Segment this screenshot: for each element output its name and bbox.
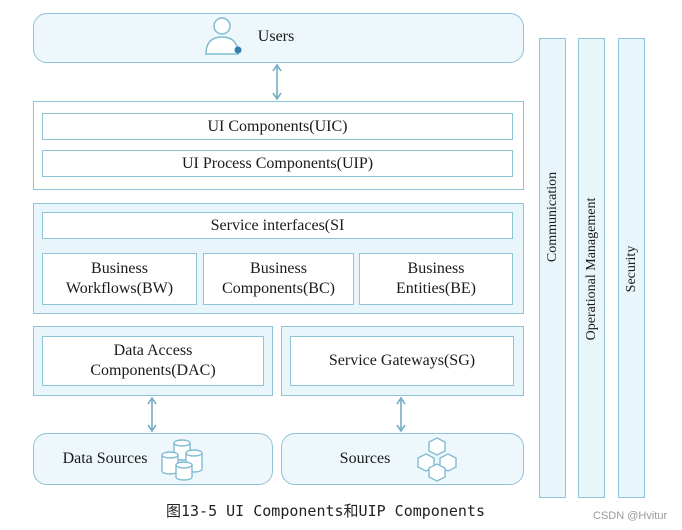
users-box	[33, 13, 524, 63]
service-interfaces-label: Service interfaces(SI	[210, 216, 345, 234]
service-gateways-box: Service Gateways(SG)	[290, 336, 514, 386]
data-access-line2: Components(DAC)	[90, 362, 216, 379]
communication-bar: Communication	[539, 38, 566, 498]
ui-process-components-box: UI Process Components(UIP)	[42, 150, 513, 177]
ui-components-label: UI Components(UIC)	[207, 117, 348, 135]
arrow-dac-datasources	[147, 396, 157, 433]
database-icon	[161, 439, 203, 481]
arrow-sg-sources	[396, 396, 406, 433]
data-sources-label: Data Sources	[62, 450, 148, 467]
business-entities-line1: Business	[407, 260, 465, 277]
business-workflows-line1: Business	[91, 260, 148, 277]
sources-box	[281, 433, 524, 485]
data-access-line1: Data Access	[113, 342, 193, 359]
service-gateways-label: Service Gateways(SG)	[328, 352, 476, 369]
business-entities-line2: Entities(BE)	[396, 280, 476, 297]
ui-process-components-label: UI Process Components(UIP)	[181, 154, 374, 172]
arrow-users-presentation	[272, 63, 282, 101]
operational-management-bar: Operational Management	[578, 38, 605, 498]
business-components-line2: Components(BC)	[222, 280, 335, 297]
security-label: Security	[623, 245, 639, 293]
service-interfaces-box: Service interfaces(SI	[42, 212, 513, 239]
user-icon	[205, 17, 242, 55]
data-access-components-box: Data Access Components(DAC)	[42, 336, 264, 386]
watermark: CSDN @Hvitur	[593, 510, 668, 522]
data-sources-box	[33, 433, 273, 485]
communication-label: Communication	[544, 171, 560, 263]
business-entities-box: Business Entities(BE)	[359, 253, 513, 305]
figure-caption: 图13-5 UI Components和UIP Components	[166, 502, 485, 520]
business-workflows-box: Business Workflows(BW)	[42, 253, 197, 305]
business-workflows-line2: Workflows(BW)	[65, 280, 174, 297]
hexagon-cluster-icon	[417, 437, 457, 482]
business-components-box: Business Components(BC)	[203, 253, 354, 305]
sources-label: Sources	[339, 450, 391, 467]
operational-management-label: Operational Management	[583, 197, 599, 341]
users-label: Users	[257, 28, 295, 45]
ui-components-box: UI Components(UIC)	[42, 113, 513, 140]
security-bar: Security	[618, 38, 645, 498]
business-components-line1: Business	[250, 260, 307, 277]
